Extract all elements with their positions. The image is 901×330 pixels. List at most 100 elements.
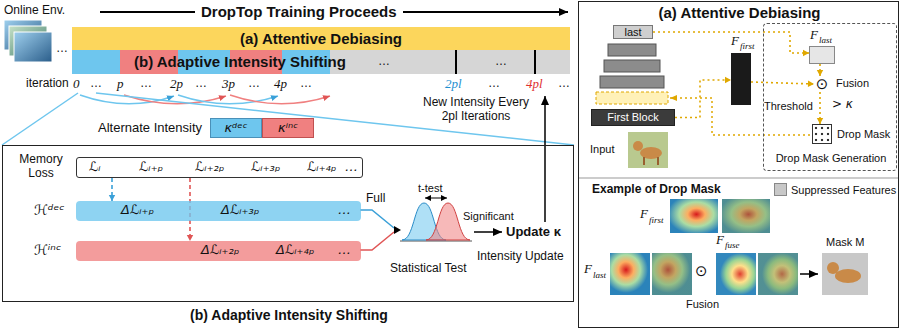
section-title: Example of Drop Mask [592,183,721,197]
node-text: First Block [592,110,674,125]
connector-line [751,82,814,84]
history-bar: ℋⁱⁿᶜΔℒᵢ₊₂ₚΔℒᵢ₊₄ₚ… [76,241,361,261]
node-text: last [819,35,832,45]
connector [751,81,814,87]
mask-generation-box: Drop Mask GenerationFlast⊙FusionDrop Mas… [763,23,897,171]
drop-mask: Drop Mask [812,124,832,144]
node-text: first [740,41,755,51]
symbol: F [716,233,724,248]
node-text: Memory Loss [13,153,69,181]
connector [817,64,823,76]
figure-title: DropTop Training Proceeds [195,3,403,20]
ellipsis: … [248,77,260,91]
tick-label: 3p [222,77,235,92]
divider [579,178,898,179]
axis-label: iteration [26,77,69,91]
note: Statistical Test [390,262,466,276]
note: > κ [832,98,853,112]
training-phase-bar: (a) Attentive Debiasing [72,27,570,50]
tick-label: p [117,77,124,92]
connector [109,178,115,201]
node-text: ℒᵢ₊₂ₚ [195,160,224,175]
node-text: (a) Attentive Debiasing [72,27,570,50]
note: Threshold [764,100,813,113]
fusion-operator: ⊙Fusion [814,76,830,92]
arrowhead [808,81,814,87]
note: Alternate Intensity [98,121,202,136]
feature-cube: Flast [809,46,835,64]
note: New Intensity Every 2pl Iterations [420,96,532,124]
node-text: F [731,34,739,49]
memory-loss-row: Memory Lossℒᵢℒᵢ₊ₚℒᵢ₊₂ₚℒᵢ₊₃ₚℒᵢ₊₄ₚ… [76,157,363,178]
connector [817,92,823,124]
ellipsis: … [558,77,570,91]
node-text: κⁱⁿᶜ [263,119,313,137]
note: Full [366,192,385,206]
network-block: First Block [591,109,675,126]
alternation-arcs [80,95,330,104]
node-text: Δℒᵢ₊₂ₚ [201,243,239,258]
panel-box: (b) Adaptive Intensity ShiftingMemory Lo… [2,145,574,302]
node-text: κᵈᵉᶜ [211,119,261,137]
symbol: F [584,262,592,277]
tick-label: 4pl [526,77,543,92]
zoom-lines [2,93,574,145]
legend: Suppressed Features [774,183,896,196]
note: Fusion [686,298,719,311]
ellipsis: … [488,77,500,91]
legend-text: Suppressed Features [791,184,896,196]
legend-swatch [774,183,787,196]
note: t-test [418,182,442,195]
kappa-box: κᵈᵉᶜ [210,118,262,138]
node-text: ⊙ [814,76,830,92]
node-text: Δℒᵢ₊ₚ [121,203,154,218]
connector-line [653,32,809,53]
node-text: (a) Attentive Debiasing [579,4,900,21]
node-text: … [338,203,351,218]
tick-label: 0 [73,77,80,92]
ellipsis: … [90,77,102,91]
node-text: (b) Adaptive Intensity Shifting [134,53,346,70]
operator: ⊙ [695,264,708,279]
node-text: (b) Adaptive Intensity Shifting [3,307,575,323]
node-text: Δℒᵢ₊₃ₚ [221,203,259,218]
node-text: ℒᵢ₊₃ₚ [251,160,280,175]
note: Intensity Update [477,250,564,264]
history-bar: ℋᵈᵉᶜΔℒᵢ₊ₚΔℒᵢ₊₃ₚ… [76,201,361,221]
ellipsis: … [300,77,312,91]
note: Significant [463,210,514,223]
node-text: ℋⁱⁿᶜ [34,242,61,258]
panel-box: (a) Attentive DebiasinglastFirst BlockFf… [578,1,899,328]
node-text: Fusion [836,77,869,90]
node-text: ℒᵢ [89,160,101,175]
node-text: Drop Mask [837,128,890,141]
subscript: fuse [725,240,740,250]
ellipsis: … [378,55,390,69]
subscript: last [593,270,606,280]
connector [675,77,731,118]
note: Update κ [506,225,561,240]
feature-map: Ffirst [731,53,751,105]
connector-line [675,80,731,118]
network-block: last [613,25,653,39]
subscript: first [649,215,664,225]
tick-label: 2pl [445,77,462,92]
ellipsis: … [495,55,507,69]
input-dog [628,132,668,168]
example-heatmaps [610,199,868,295]
note: Input [590,143,614,156]
node-text: last [614,26,652,38]
online-images [4,20,52,62]
node-text: F [810,28,818,43]
ellipsis: … [140,77,152,91]
node-text: ℒᵢ₊₄ₚ [307,160,336,175]
node-text: ℒᵢ₊ₚ [139,160,163,175]
note: Mask M [826,236,865,249]
tick-label: 2p [170,77,183,92]
node-text: Δℒᵢ₊₄ₚ [276,243,314,258]
node-text: … [345,160,358,175]
env-label: Online Env. [4,4,65,18]
node-text: Drop Mask Generation [764,152,898,165]
node-text: … [338,243,351,258]
